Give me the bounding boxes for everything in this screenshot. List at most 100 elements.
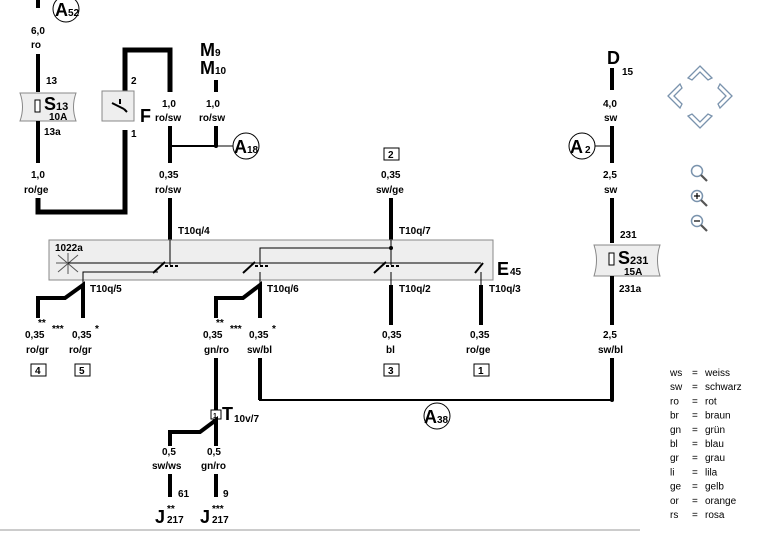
box-5 [74,363,91,377]
a2-sub: 2 [585,145,591,156]
j217b-sup: *** [212,504,224,515]
legend-code: br [670,411,680,422]
a18-label: A [234,137,247,157]
f-pin-1: 1 [131,129,137,140]
a52-sub: 52 [68,8,80,19]
s231-label: S [618,248,630,268]
legend-eq: = [692,411,698,422]
s13-label: S [44,94,56,114]
t10q3-conn: T10q/3 [489,284,521,295]
s231-pin-bot: 231a [619,284,642,295]
color-legend: ws=weisssw=schwarzro=rotbr=braungn=grünb… [669,368,742,521]
s231-amp: 15A [624,267,642,278]
legend-eq: = [692,482,698,493]
box-4-label: 4 [35,366,41,377]
a18-terminal[interactable]: A 18 [232,132,260,160]
e45-sub: 45 [510,267,522,278]
legend-eq: = [692,496,698,507]
j2-pin: 9 [223,489,229,500]
a2-terminal[interactable]: A 2 [568,132,596,160]
f-out-color: ro/sw [155,113,181,124]
t10q6-mark-a2: *** [230,324,242,335]
switch-f[interactable] [101,90,135,122]
j1-pin: 61 [178,489,190,500]
arrow-left-icon[interactable] [667,82,683,110]
f-pin-2: 2 [131,76,137,87]
zoom-in-icon[interactable] [690,189,708,207]
t10q5-size-b: 0,35 [72,330,92,341]
t10q5-conn: T10q/5 [90,284,122,295]
wire-t10v7-split [168,416,218,446]
legend-name: braun [705,411,731,422]
legend-name: orange [705,496,737,507]
box-2-label: 2 [388,150,394,161]
t10q3-color: ro/ge [466,345,491,356]
t10q4-conn: T10q/4 [178,226,210,237]
legend-code: gn [670,425,681,436]
component-e45[interactable]: 1022a [48,239,494,290]
arrow-right-icon[interactable] [717,82,733,110]
s231-pin-top: 231 [620,230,637,241]
f-out-size: 1,0 [162,99,176,110]
legend-eq: = [692,382,698,393]
m9-label: M [200,40,215,60]
magnifier-icon[interactable] [690,164,708,182]
zoom-out-icon[interactable] [690,214,708,232]
out-right-size: 2,5 [603,330,617,341]
legend-code: gr [670,453,680,464]
t10q2-size: 0,35 [382,330,402,341]
a18-sub: 18 [247,145,259,156]
wire-s13-to-f [35,130,128,215]
legend-name: blau [705,439,724,450]
legend-name: rosa [705,510,725,521]
legend-eq: = [692,396,698,407]
j2-wire-color: gn/ro [201,461,226,472]
s231-sub: 231 [630,255,648,267]
a52-wire-size: 6,0 [31,26,45,37]
wire-t10q6 [214,280,262,318]
box-5-label: 5 [79,366,85,377]
arrow-up-icon[interactable] [686,65,714,81]
fuse-s13[interactable]: S 13 10A [19,92,77,123]
legend-code: or [670,496,680,507]
t10q2-color: bl [386,345,395,356]
j1-wire-color: sw/ws [152,461,182,472]
t10q6-mark-a: ** [216,318,224,329]
legend-code: rs [670,510,678,521]
m10-label: M [200,58,215,78]
legend-name: lila [705,467,718,478]
s13-out-size: 1,0 [31,170,45,181]
a52-terminal[interactable]: A 52 [36,0,80,23]
legend-code: sw [670,382,683,393]
fuse-s231[interactable]: S 231 15A [593,244,661,278]
s13-out-color: ro/ge [24,185,49,196]
legend-code: li [670,467,674,478]
legend-code: bl [670,439,678,450]
t10q7-size: 0,35 [381,170,401,181]
wire-swbl-to-a38 [259,358,612,401]
arrow-down-icon[interactable] [686,113,714,129]
t10q6-size-a: 0,35 [203,330,223,341]
s13-sub: 13 [56,101,68,113]
m10-sub: 10 [215,66,227,77]
box-3 [383,363,400,377]
legend-name: schwarz [705,382,742,393]
m-wire-size: 1,0 [206,99,220,110]
legend-eq: = [692,425,698,436]
junction-dot [168,144,172,148]
box-3-label: 3 [388,366,394,377]
out-right-color: sw/bl [598,345,623,356]
legend-code: ws [669,368,682,379]
a2-wire-color: sw [604,185,618,196]
legend-eq: = [692,467,698,478]
d-pin: 15 [622,67,634,78]
a2-wire-size: 2,5 [603,170,617,181]
a38-terminal[interactable]: A 38 [423,402,451,430]
t10q6-mark-b: * [272,324,276,335]
j1-wire-size: 0,5 [162,447,176,458]
t10v7-pin: 1 [213,413,217,420]
legend-eq: = [692,439,698,450]
j217a-sup: ** [167,504,175,515]
t10v7-label: T [222,404,233,424]
f-label: F [140,106,151,126]
